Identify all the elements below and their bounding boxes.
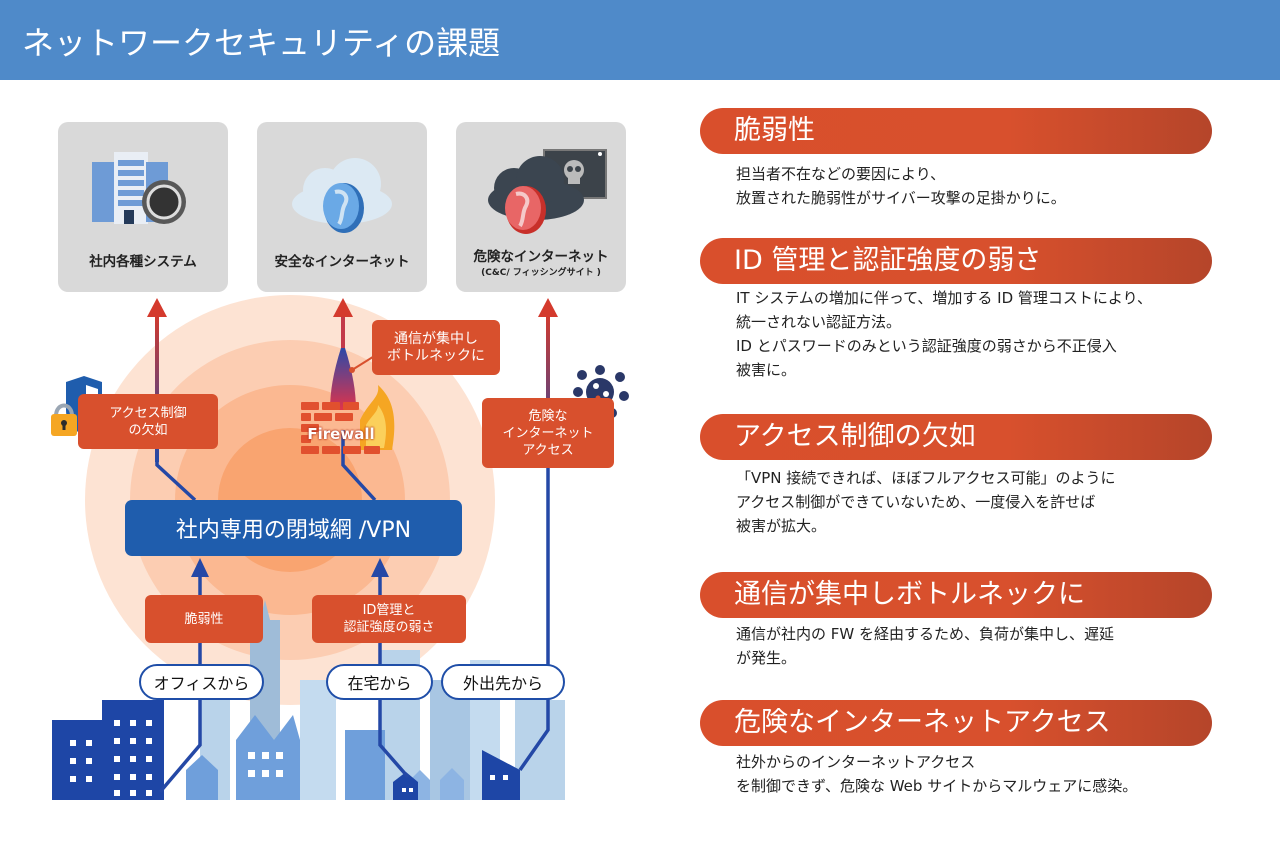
issue-description: 「VPN 接続できれば、ほぼフルアクセス可能」のように アクセス制御ができていな… [700, 460, 1212, 538]
arrow-up-systems [147, 298, 167, 317]
dest-label-dangerous-internet: 危険なインターネット [473, 249, 609, 265]
tag-bottleneck: 通信が集中し ボトルネックに [372, 320, 500, 375]
issue-title: 危険なインターネットアクセス [700, 700, 1212, 746]
dest-card-dangerous-internet: 危険なインターネット (C&C/ フィッシングサイト ) [456, 122, 626, 292]
dest-label-internal-systems: 社内各種システム [89, 254, 197, 270]
issue-description: 通信が社内の FW を経由するため、負荷が集中し、遅延 が発生。 [700, 618, 1212, 670]
issue-line: 社外からのインターネットアクセス [736, 753, 976, 771]
issue-line: が発生。 [736, 649, 797, 667]
issue-line: 放置された脆弱性がサイバー攻撃の足掛かりに。 [736, 189, 1066, 207]
tag-line: ID管理と [362, 603, 416, 618]
tag-dangerous-access: 危険な インターネット アクセス [482, 398, 614, 468]
issue-dangerous-access: 危険なインターネットアクセス 社外からのインターネットアクセス を制御できず、危… [700, 700, 1212, 798]
tag-access-control: アクセス制御 の欠如 [78, 394, 218, 449]
dest-label-safe-internet: 安全なインターネット [274, 254, 410, 270]
tag-line: ボトルネックに [387, 347, 485, 364]
issue-line: ID とパスワードのみという認証強度の弱さから不正侵入 [736, 337, 1117, 355]
issue-id-auth: ID 管理と認証強度の弱さ IT システムの増加に伴って、増加する ID 管理コ… [700, 238, 1212, 382]
issue-line: アクセス制御ができていないため、一度侵入を許せば [736, 493, 1096, 511]
firewall-icon [301, 385, 395, 454]
tag-line: 通信が集中し [394, 330, 478, 347]
vpn-network-box: 社内専用の閉域網 /VPN [125, 500, 462, 556]
issue-line: 被害が拡大。 [736, 517, 827, 535]
issue-line: 統一されない認証方法。 [736, 313, 902, 331]
issue-title: アクセス制御の欠如 [700, 414, 1212, 460]
issue-description: IT システムの増加に伴って、増加する ID 管理コストにより、 統一されない認… [700, 284, 1212, 382]
tag-vulnerability: 脆弱性 [145, 595, 263, 643]
arrow-up-office [191, 558, 209, 577]
bottleneck-shape [330, 348, 356, 410]
issue-title: 通信が集中しボトルネックに [700, 572, 1212, 618]
dest-card-safe-internet: 安全なインターネット [257, 122, 427, 292]
network-diagram: 社内各種システム 安全なインターネット 危険なインターネット (C&C [0, 80, 660, 843]
tag-line: 脆弱性 [184, 611, 224, 627]
origin-outside: 外出先から [441, 664, 565, 700]
arrow-up-internet [333, 298, 353, 317]
dest-sublabel-dangerous-internet: (C&C/ フィッシングサイト ) [481, 268, 601, 278]
tag-line: 危険な [528, 408, 568, 424]
tag-line: 認証強度の弱さ [343, 620, 435, 635]
arrow-up-home [371, 558, 389, 577]
danger-cloud-skull-icon [488, 149, 607, 234]
issue-vulnerability: 脆弱性 担当者不在などの要因により、 放置された脆弱性がサイバー攻撃の足掛かりに… [700, 108, 1212, 210]
issue-description: 社外からのインターネットアクセス を制御できず、危険な Web サイトからマルウ… [700, 746, 1212, 798]
tag-line: アクセス [522, 442, 574, 458]
issue-line: IT システムの増加に伴って、増加する ID 管理コストにより、 [736, 289, 1153, 307]
page-title: ネットワークセキュリティの課題 [22, 24, 501, 62]
issue-title: ID 管理と認証強度の弱さ [700, 238, 1212, 284]
issue-line: 通信が社内の FW を経由するため、負荷が集中し、遅延 [736, 625, 1114, 643]
tag-line: アクセス制御 [109, 405, 187, 421]
issue-title: 脆弱性 [700, 108, 1212, 154]
origin-home: 在宅から [326, 664, 433, 700]
issue-bottleneck: 通信が集中しボトルネックに 通信が社内の FW を経由するため、負荷が集中し、遅… [700, 572, 1212, 670]
firewall-label: Firewall [307, 425, 375, 443]
dest-card-internal-systems: 社内各種システム [58, 122, 228, 292]
issue-access-control: アクセス制御の欠如 「VPN 接続できれば、ほぼフルアクセス可能」のように アク… [700, 414, 1212, 538]
issue-line: 担当者不在などの要因により、 [736, 165, 946, 183]
building-gear-icon [92, 152, 186, 224]
issue-line: 「VPN 接続できれば、ほぼフルアクセス可能」のように [736, 469, 1116, 487]
header-bar: ネットワークセキュリティの課題 [0, 0, 1280, 80]
tag-id-auth: ID管理と 認証強度の弱さ [312, 595, 466, 643]
tag-line: インターネット [502, 425, 594, 441]
cloud-globe-icon [292, 158, 392, 233]
vpn-internet-line [341, 430, 377, 502]
arrow-up-danger [538, 298, 558, 317]
issue-description: 担当者不在などの要因により、 放置された脆弱性がサイバー攻撃の足掛かりに。 [700, 154, 1212, 210]
issue-line: 被害に。 [736, 361, 797, 379]
tag-line: の欠如 [128, 422, 168, 438]
issue-line: を制御できず、危険な Web サイトからマルウェアに感染。 [736, 777, 1138, 795]
origin-office: オフィスから [139, 664, 264, 700]
